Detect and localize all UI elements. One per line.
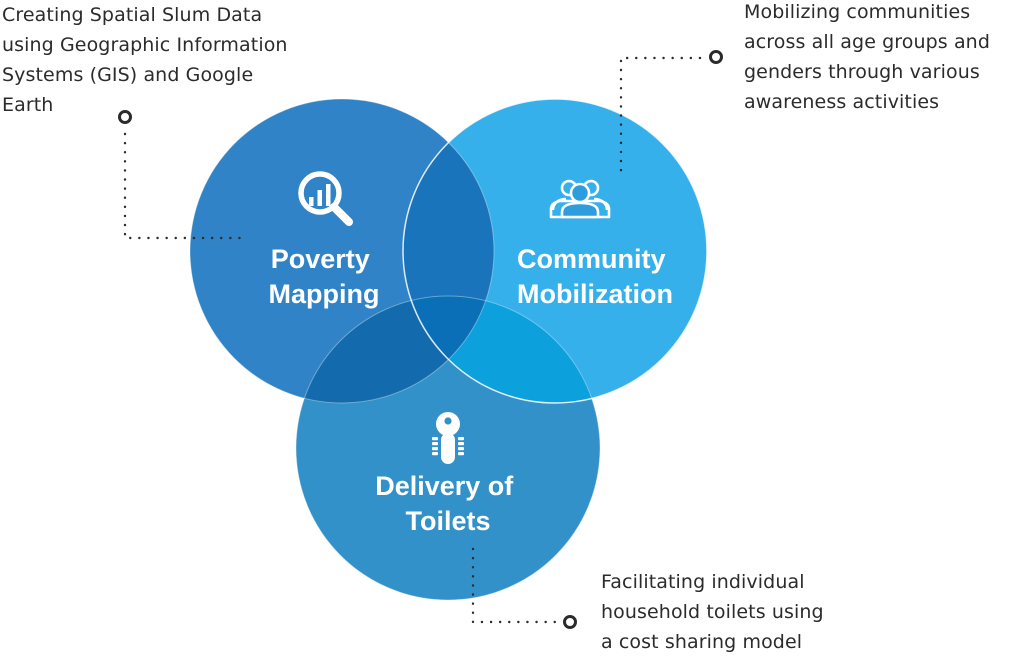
delivery-description-line: Facilitating individual bbox=[601, 571, 805, 593]
connector-community bbox=[619, 50, 723, 180]
circle-outline-delivery bbox=[295, 295, 601, 601]
community-description-line: genders through various bbox=[744, 61, 980, 83]
toilet-icon-hole bbox=[444, 417, 452, 425]
delivery-of-toilets-label: Delivery of Toilets bbox=[375, 471, 521, 536]
poverty-description-line: using Geographic Information bbox=[2, 34, 288, 56]
poverty-mapping-label: Poverty Mapping bbox=[269, 244, 380, 309]
poverty-description-line: Creating Spatial Slum Data bbox=[2, 4, 263, 26]
community-mobilization-description: Mobilizing communities across all age gr… bbox=[744, 0, 990, 117]
delivery-of-toilets-description: Facilitating individual household toilet… bbox=[601, 567, 824, 657]
connector-delivery-line bbox=[471, 547, 557, 624]
community-mobilization-label: Community Mobilization bbox=[517, 244, 673, 309]
connector-community-line bbox=[619, 56, 702, 180]
poverty-description-line: Systems (GIS) and Google bbox=[2, 64, 254, 86]
connector-poverty bbox=[118, 110, 247, 240]
people-group-icon bbox=[549, 179, 611, 219]
magnifier-chart-icon bbox=[298, 171, 353, 226]
delivery-description-line: a cost sharing model bbox=[601, 631, 803, 653]
connector-delivery-endpoint bbox=[563, 615, 577, 629]
overlap-community-delivery bbox=[403, 296, 600, 403]
poverty-mapping-description: Creating Spatial Slum Data using Geograp… bbox=[2, 0, 288, 120]
community-description-line: Mobilizing communities bbox=[744, 1, 971, 23]
connector-community-endpoint bbox=[709, 50, 723, 64]
connector-poverty-endpoint bbox=[118, 110, 132, 124]
circle-outline-poverty bbox=[189, 98, 495, 404]
circle-outline-community bbox=[402, 98, 708, 404]
overlap-poverty-delivery bbox=[296, 296, 494, 403]
community-description-line: awareness activities bbox=[744, 91, 940, 113]
connector-delivery bbox=[471, 547, 577, 629]
delivery-description-line: household toilets using bbox=[601, 601, 824, 623]
community-description-line: across all age groups and bbox=[744, 31, 990, 53]
poverty-description-line: Earth bbox=[2, 94, 54, 116]
